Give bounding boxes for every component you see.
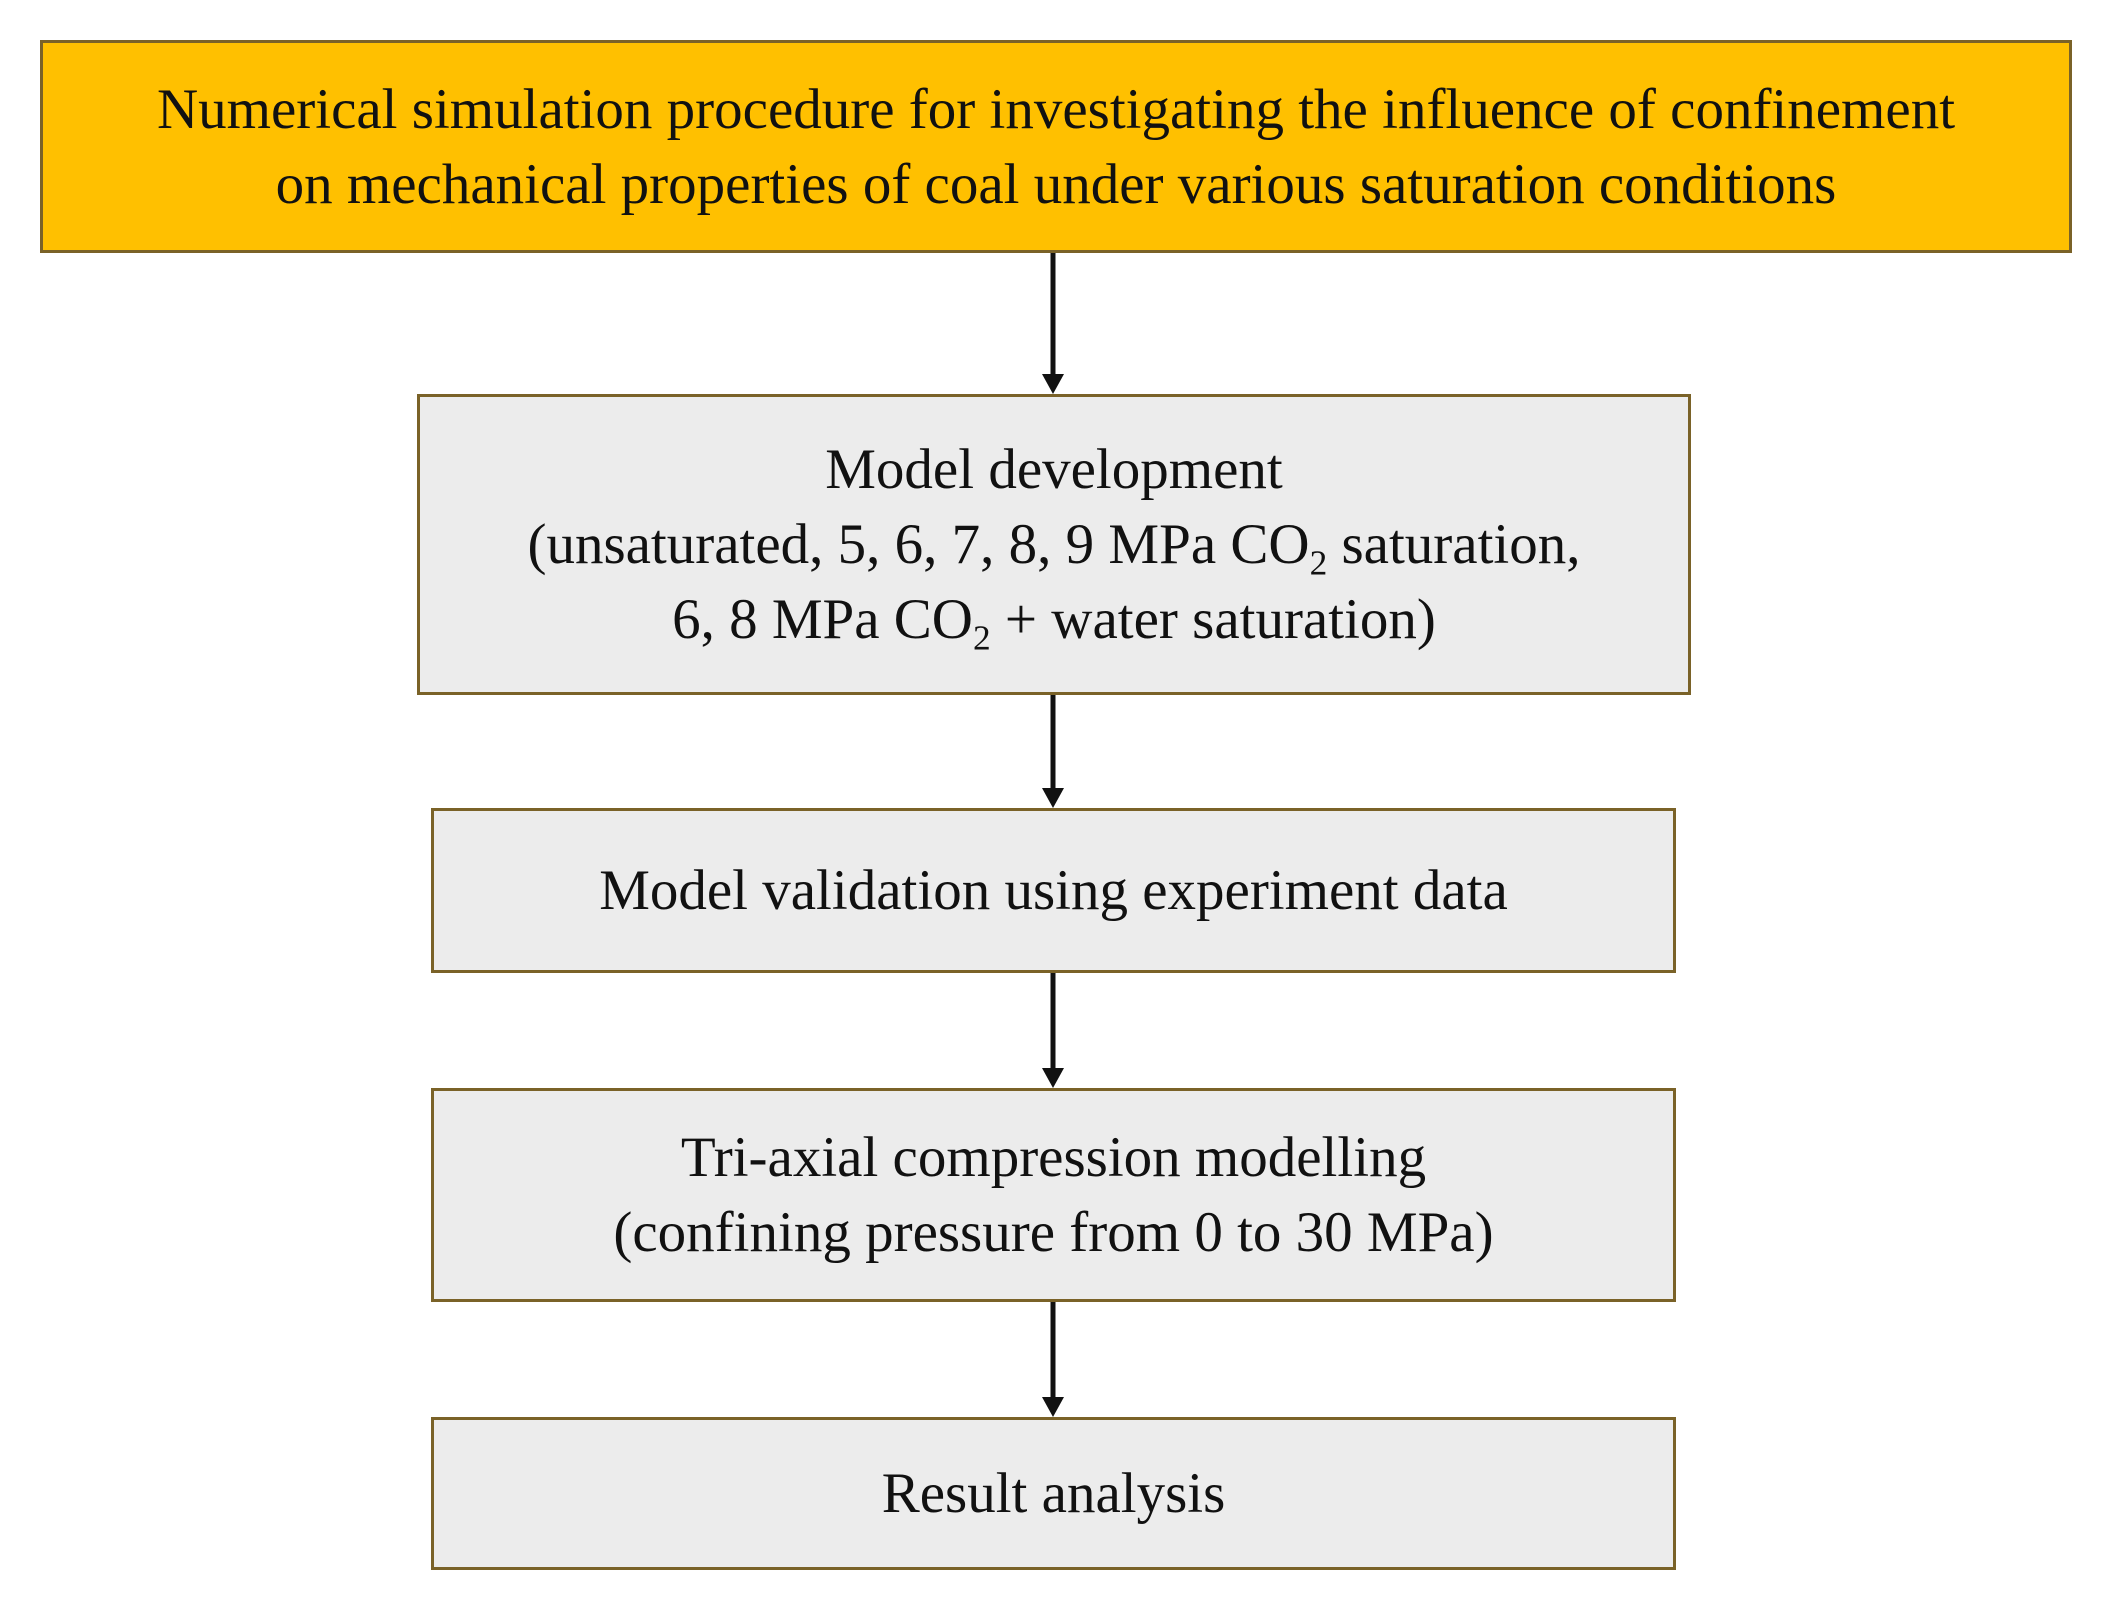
title-line-2: on mechanical properties of coal under v… bbox=[275, 152, 1837, 216]
result-analysis-label: Result analysis bbox=[881, 1462, 1226, 1525]
result-analysis-box: Result analysis bbox=[431, 1417, 1676, 1570]
model-development-title: Model development bbox=[825, 438, 1283, 501]
triaxial-title: Tri-axial compression modelling bbox=[680, 1126, 1427, 1189]
title-box: Numerical simulation procedure for inves… bbox=[40, 40, 2072, 253]
triaxial-modelling-box: Tri-axial compression modelling (confini… bbox=[431, 1088, 1676, 1302]
model-development-line-3: 6, 8 MPa CO2 + water saturation) bbox=[672, 588, 1436, 658]
model-validation-box: Model validation using experiment data bbox=[431, 808, 1676, 973]
model-validation-label: Model validation using experiment data bbox=[599, 859, 1508, 922]
title-line-1: Numerical simulation procedure for inves… bbox=[156, 77, 1956, 141]
model-development-box: Model development (unsaturated, 5, 6, 7,… bbox=[417, 394, 1691, 695]
triaxial-detail: (confining pressure from 0 to 30 MPa) bbox=[613, 1201, 1494, 1264]
model-development-line-2: (unsaturated, 5, 6, 7, 8, 9 MPa CO2 satu… bbox=[527, 513, 1581, 583]
